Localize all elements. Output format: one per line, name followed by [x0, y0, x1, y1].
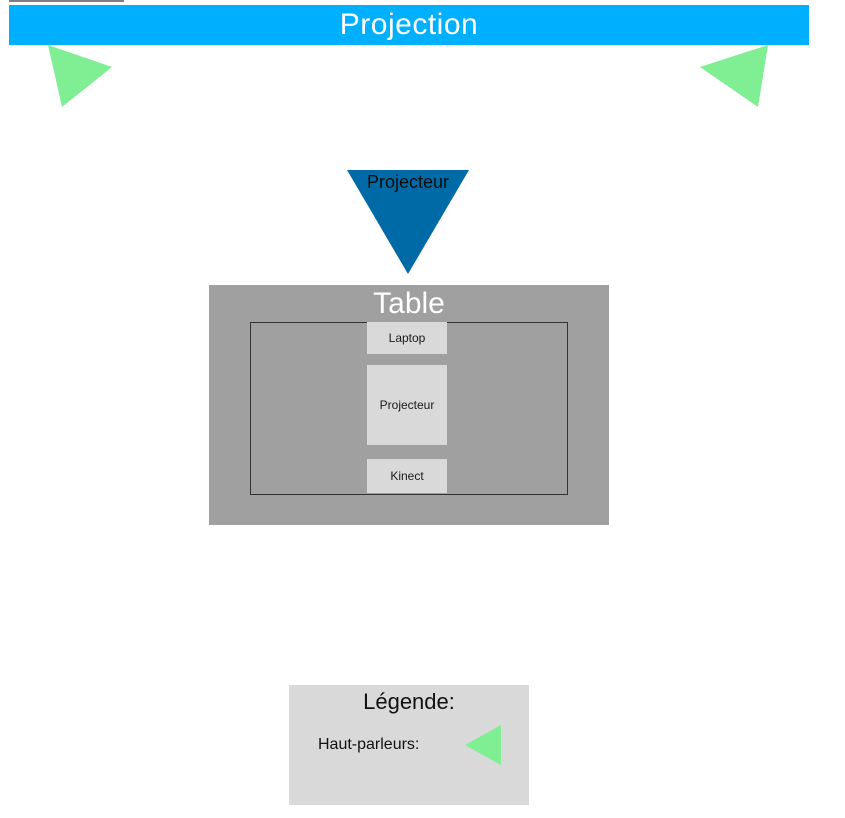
speaker-left-shape [48, 45, 112, 107]
legend-title: Légende: [363, 689, 455, 714]
table-title: Table [373, 287, 445, 320]
projector-label: Projecteur [366, 172, 450, 192]
legend-speaker-icon [465, 725, 501, 765]
top-divider [9, 0, 124, 2]
kinect-box: Kinect [367, 459, 447, 493]
projector-box: Projecteur [367, 365, 447, 445]
title-bar: Projection [9, 5, 809, 45]
speaker-left-icon [48, 45, 112, 107]
table-area: Table Laptop Projecteur Kinect [209, 285, 609, 525]
laptop-box: Laptop [367, 322, 447, 354]
legend: Légende: Haut-parleurs: [289, 685, 529, 805]
page-title: Projection [339, 8, 479, 41]
speaker-right-shape [700, 45, 768, 107]
projector-shape [347, 170, 469, 274]
projector-triangle-icon [347, 170, 469, 274]
speaker-right-icon [700, 45, 768, 107]
legend-speaker-shape [465, 725, 501, 765]
legend-speakers-label: Haut-parleurs: [318, 736, 420, 753]
